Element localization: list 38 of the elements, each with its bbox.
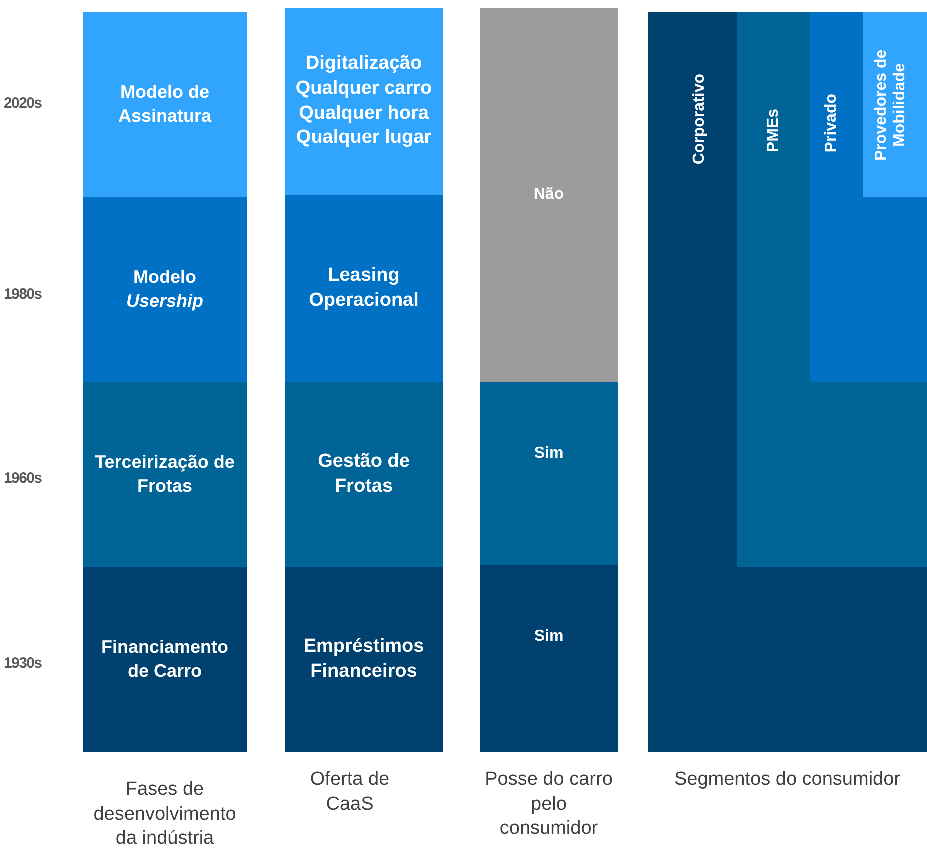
decade-label: 1980s [4, 286, 42, 303]
decade-label: 1930s [4, 655, 42, 672]
stage-box [737, 12, 927, 567]
stage-label: Empréstimos Financeiros [302, 634, 426, 684]
stage-label: Sim [533, 444, 565, 464]
stage-box [83, 12, 247, 197]
segment-label: Provedores de Mobilidade [873, 48, 910, 163]
stage-box [83, 567, 247, 752]
stage-box [285, 195, 443, 382]
stage-label: Financiamento de Carro [100, 636, 230, 682]
stage-label: Leasing Operacional [308, 264, 420, 312]
decade-label: 1960s [4, 470, 42, 487]
stage-box [83, 197, 247, 382]
segment-label: Corporativo [691, 74, 709, 165]
stage-box [480, 565, 618, 752]
stage-label: Digitalização Qualquer carro Qualquer hora Qualquer lugar [294, 52, 434, 150]
stage-label: Terceirização de Frotas [94, 451, 236, 498]
stage-box [285, 382, 443, 567]
stage-box [480, 382, 618, 565]
stage-label: Modelo Usership [125, 266, 205, 313]
stage-label: Gestão de Frotas [317, 450, 411, 498]
stage-label: Modelo de Assinatura [117, 81, 213, 128]
stage-box [285, 567, 443, 752]
stage-box [480, 8, 618, 382]
segment-label: PMEs [765, 109, 783, 153]
column-caption: Fases de desenvolvimento da indústria [92, 778, 238, 852]
stage-box [810, 12, 927, 382]
stage-label: Sim [533, 627, 565, 647]
stage-label: Não [532, 184, 566, 205]
column-caption: Oferta de CaaS [309, 768, 391, 817]
decade-label: 2020s [4, 95, 42, 112]
stage-box [863, 12, 927, 197]
column-caption: Posse do carro pelo consumidor [484, 768, 614, 842]
column-caption: Segmentos do consumidor [673, 768, 902, 792]
stage-box [285, 8, 443, 195]
stage-box [648, 12, 927, 752]
segment-label: Privado [823, 94, 841, 153]
stage-box [83, 382, 247, 567]
